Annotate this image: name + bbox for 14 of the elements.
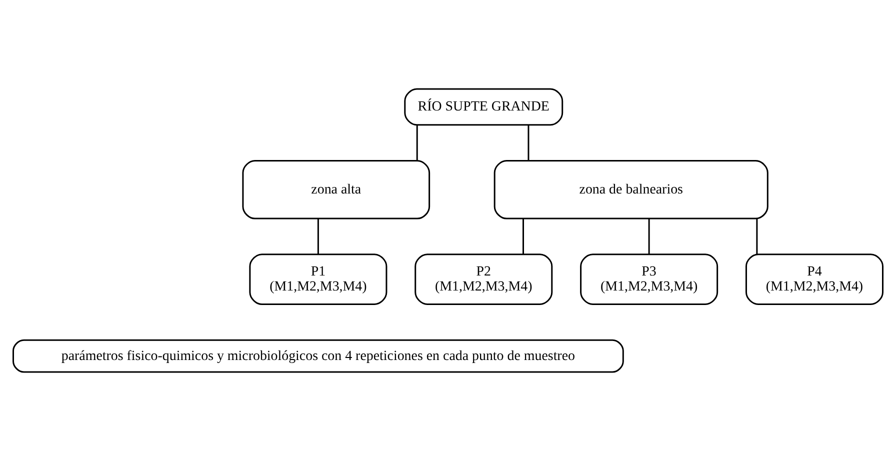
- node-box: RÍO SUPTE GRANDE: [404, 88, 564, 126]
- node-box: zona de balnearios: [494, 160, 768, 220]
- connector: [648, 219, 650, 254]
- node-box: P1 (M1,M2,M3,M4): [249, 254, 388, 305]
- node-box: P3 (M1,M2,M3,M4): [580, 254, 718, 305]
- node-box: P2 (M1,M2,M3,M4): [414, 254, 553, 305]
- connector: [522, 219, 524, 254]
- connector: [317, 219, 319, 254]
- connector: [416, 124, 418, 161]
- node-box: parámetros fisico-quimicos y microbiológicos con 4 repeticiones en cada punto de muestreo: [12, 339, 624, 373]
- connector: [756, 219, 758, 254]
- node-box: zona alta: [242, 160, 430, 220]
- connector: [528, 124, 530, 161]
- node-box: P4 (M1,M2,M3,M4): [745, 254, 884, 305]
